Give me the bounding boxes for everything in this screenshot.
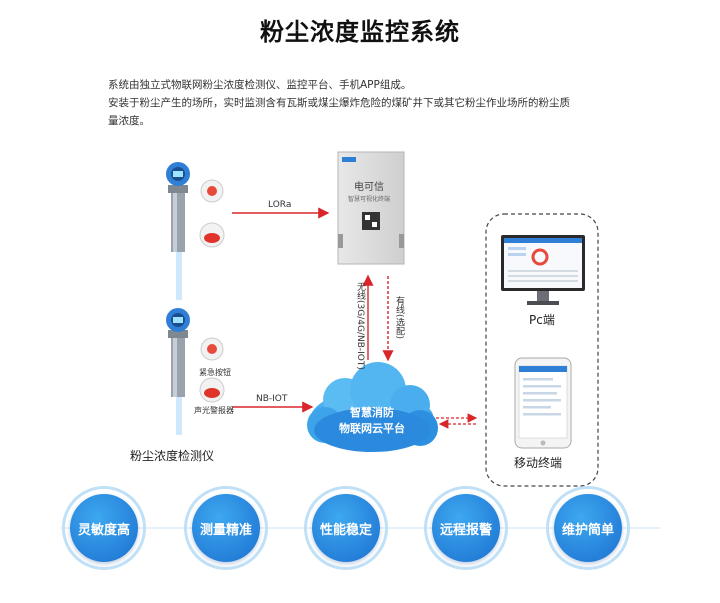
feature-ring bbox=[546, 486, 630, 570]
controller-model: 智慧可视化终端 bbox=[348, 196, 391, 203]
mobile-label: 移动终端 bbox=[514, 456, 563, 470]
wireless-label: 无线(3G/4G/NB-IOT) bbox=[355, 282, 365, 370]
wired-label: 有线(选配) bbox=[394, 296, 404, 340]
page-title: 粉尘浓度监控系统 bbox=[260, 18, 460, 46]
description: 系统由独立式物联网粉尘浓度检测仪、监控平台、手机APP组成。 安装于粉尘产生的场… bbox=[108, 76, 578, 130]
terminals-frame bbox=[485, 213, 599, 487]
controller-brand: 电可信 bbox=[354, 182, 384, 193]
feature-high-sensitivity: 灵敏度高 bbox=[62, 486, 146, 570]
nbiot-label: NB-IOT bbox=[256, 394, 288, 404]
cloud-platform bbox=[307, 362, 438, 452]
description-line-1: 系统由独立式物联网粉尘浓度检测仪、监控平台、手机APP组成。 bbox=[108, 79, 412, 91]
feature-stable-performance: 性能稳定 bbox=[304, 486, 388, 570]
feature-ring bbox=[424, 486, 508, 570]
dust-detector-2 bbox=[166, 308, 190, 435]
emergency-button-device-1 bbox=[200, 179, 224, 203]
feature-remote-alarm: 远程报警 bbox=[424, 486, 508, 570]
cloud-label-line-2: 物联网云平台 bbox=[339, 422, 405, 435]
mobile-phone bbox=[514, 357, 572, 449]
feature-ring bbox=[304, 486, 388, 570]
controller-cabinet bbox=[337, 151, 405, 265]
feature-ring bbox=[62, 486, 146, 570]
alarm-label: 声光警报器 bbox=[194, 406, 234, 415]
alarm-device-2 bbox=[199, 377, 225, 403]
emergency-button-label: 紧急按钮 bbox=[199, 368, 231, 377]
pc-monitor bbox=[501, 235, 585, 305]
description-line-2: 安装于粉尘产生的场所，实时监测含有瓦斯或煤尘爆炸危险的煤矿井下或其它粉尘作业场所… bbox=[108, 97, 570, 127]
detector-label: 粉尘浓度检测仪 bbox=[130, 449, 215, 463]
alarm-device-1 bbox=[199, 222, 225, 248]
pc-label: Pc端 bbox=[529, 313, 555, 327]
feature-ring bbox=[184, 486, 268, 570]
emergency-button-device-2 bbox=[200, 337, 224, 361]
dust-detector-1 bbox=[166, 162, 190, 300]
feature-easy-maintenance: 维护简单 bbox=[546, 486, 630, 570]
lora-label: LORa bbox=[268, 200, 292, 210]
feature-accurate-measurement: 测量精准 bbox=[184, 486, 268, 570]
cloud-label-line-1: 智慧消防 bbox=[350, 406, 394, 419]
